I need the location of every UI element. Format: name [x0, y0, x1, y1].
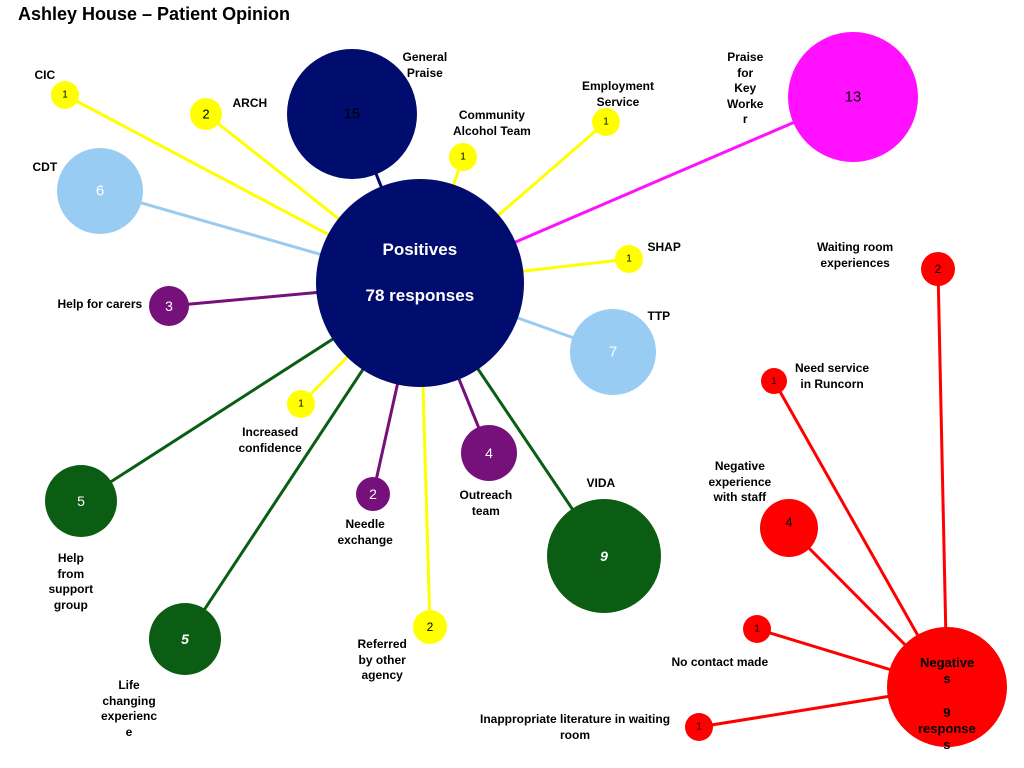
label-referred-by-other-agency: Referred by other agency [357, 637, 407, 682]
positives-hub-title: Positives [382, 240, 458, 259]
node-value-help-for-carers: 3 [165, 298, 173, 314]
node-needle-exchange [356, 477, 390, 511]
label-no-contact-made: No contact made [671, 655, 769, 669]
label-help-from-support-group: Help from support group [48, 551, 94, 612]
label-need-service-in-runcorn: Need service in Runcorn [795, 361, 870, 391]
positives-hub-count: 78 responses [365, 286, 475, 305]
node-value-inappropriate-literature-in-waiting-room: 1 [696, 722, 702, 733]
label-help-for-carers: Help for carers [57, 297, 143, 311]
node-cic [51, 81, 79, 109]
node-community-alcohol-team [449, 143, 477, 171]
node-negative-experience-with-staff [760, 499, 818, 557]
node-help-from-support-group [45, 465, 117, 537]
spoke-waiting-room-experiences [936, 268, 949, 688]
node-value-help-from-support-group: 5 [77, 493, 85, 509]
node-value-needle-exchange: 2 [369, 486, 377, 502]
node-value-waiting-room-experiences: 2 [935, 262, 942, 276]
label-praise-for-key-worke-r: Praise for Key Worke r [727, 50, 764, 126]
node-no-contact-made [743, 615, 771, 643]
node-value-referred-by-other-agency: 2 [427, 620, 434, 634]
node-value-negative-experience-with-staff: 4 [785, 515, 792, 530]
node-vida [547, 499, 661, 613]
node-value-cdt: 6 [96, 183, 104, 200]
negatives-hub [887, 627, 1007, 747]
node-waiting-room-experiences [921, 252, 955, 286]
node-value-need-service-in-runcorn: 1 [771, 376, 776, 386]
node-life-changing-experienc-e [149, 603, 221, 675]
label-waiting-room-experiences: Waiting room experiences [817, 240, 894, 270]
label-outreach-team: Outreach team [459, 488, 513, 518]
node-referred-by-other-agency [413, 610, 447, 644]
label-shap: SHAP [647, 240, 681, 254]
node-value-arch: 2 [202, 107, 209, 122]
label-cic: CIC [34, 68, 56, 82]
node-value-vida: 9 [600, 548, 608, 564]
node-increased-confidence [287, 390, 315, 418]
node-need-service-in-runcorn [761, 368, 787, 394]
node-inappropriate-literature-in-waiting-room [685, 713, 713, 741]
node-value-life-changing-experienc-e: 5 [181, 631, 189, 647]
label-arch: ARCH [232, 96, 268, 110]
node-general-praise [287, 49, 417, 179]
node-value-outreach-team: 4 [485, 445, 493, 461]
negatives-hub-title: Negative s [920, 655, 975, 686]
node-cdt [57, 148, 143, 234]
node-help-for-carers [149, 286, 189, 326]
node-arch [190, 98, 222, 130]
label-ttp: TTP [647, 309, 671, 323]
label-life-changing-experienc-e: Life changing experienc e [101, 678, 158, 739]
node-value-general-praise: 15 [344, 106, 361, 123]
node-value-employment-service: 1 [603, 117, 609, 128]
label-employment-service: Employment Service [582, 79, 655, 109]
positives-hub [316, 179, 524, 387]
label-vida: VIDA [586, 476, 616, 490]
node-value-community-alcohol-team: 1 [460, 152, 466, 163]
node-praise-for-key-worke-r [788, 32, 918, 162]
label-cdt: CDT [32, 160, 58, 174]
node-value-shap: 1 [626, 254, 632, 265]
node-value-no-contact-made: 1 [754, 624, 760, 635]
label-community-alcohol-team: Community Alcohol Team [453, 108, 531, 138]
node-shap [615, 245, 643, 273]
node-outreach-team [461, 425, 517, 481]
node-value-increased-confidence: 1 [298, 399, 304, 410]
node-value-ttp: 7 [609, 344, 617, 361]
negatives-hub-count: 9 response s [918, 705, 976, 752]
label-general-praise: General Praise [402, 50, 448, 80]
label-increased-confidence: Increased confidence [238, 425, 302, 455]
node-ttp [570, 309, 656, 395]
label-inappropriate-literature-in-waiting-room: Inappropriate literature in waiting room [480, 712, 671, 742]
label-negative-experience-with-staff: Negative experience with staff [708, 459, 772, 504]
label-needle-exchange: Needle exchange [337, 517, 393, 547]
page-title: Ashley House – Patient Opinion [18, 4, 291, 24]
node-value-praise-for-key-worke-r: 13 [845, 89, 862, 106]
node-employment-service [592, 108, 620, 136]
node-value-cic: 1 [62, 90, 68, 101]
